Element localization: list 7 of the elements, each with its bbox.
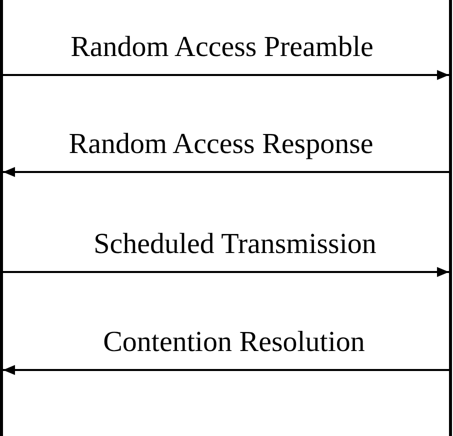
lifeline-bar [0,0,3,436]
arrow [3,70,449,80]
edge-label: Random Access Response [68,130,374,159]
arrow [3,267,449,277]
arrow [3,365,449,375]
lifeline-bar [449,0,452,436]
arrow [3,167,449,177]
